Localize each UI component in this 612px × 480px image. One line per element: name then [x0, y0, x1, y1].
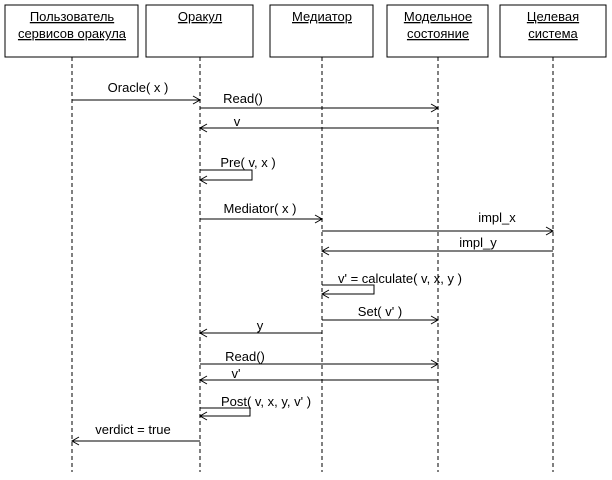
message-10: y	[198, 318, 322, 338]
message-3: v	[198, 114, 438, 133]
arrowhead	[430, 103, 440, 113]
message-label: v	[234, 114, 241, 129]
message-label: v'	[232, 366, 241, 381]
message-4: Pre( v, x )	[198, 155, 276, 185]
message-label: Oracle( x )	[108, 80, 169, 95]
arrowhead	[198, 328, 208, 338]
message-label: v' = calculate( v, x, y )	[338, 271, 462, 286]
message-label: Read()	[223, 91, 263, 106]
participant-target: Целевая система	[499, 4, 607, 58]
arrowhead	[430, 359, 440, 369]
message-14: verdict = true	[70, 422, 200, 446]
message-label: Pre( v, x )	[220, 155, 275, 170]
arrowhead	[198, 175, 208, 185]
message-label: y	[257, 318, 264, 333]
arrowhead	[320, 246, 330, 256]
message-label: Post( v, x, y, v' )	[221, 394, 311, 409]
arrowhead	[198, 123, 208, 133]
message-7: impl_y	[320, 235, 553, 256]
arrowhead	[545, 226, 555, 236]
message-label: impl_y	[459, 235, 497, 250]
arrowhead	[70, 436, 80, 446]
arrowhead	[430, 315, 440, 325]
message-label: Mediator( x )	[224, 201, 297, 216]
self-message-line	[200, 407, 251, 417]
message-9: Set( v' )	[322, 304, 440, 325]
message-label: verdict = true	[95, 422, 171, 437]
participant-label: Медиатор	[292, 9, 352, 24]
participant-label: Модельное	[404, 9, 472, 24]
participant-user: Пользователь сервисов оракула	[4, 4, 139, 58]
participant-model: Модельное состояние	[386, 4, 489, 58]
participant-label: Оракул	[178, 9, 222, 24]
message-2: Read()	[200, 91, 440, 113]
message-6: impl_x	[322, 210, 555, 236]
participant-box	[386, 4, 489, 58]
participant-label: Пользователь	[30, 9, 115, 24]
arrowhead	[198, 375, 208, 385]
self-message-line	[200, 169, 253, 181]
arrowhead	[198, 411, 208, 421]
message-5: Mediator( x )	[200, 201, 324, 224]
message-label: Read()	[225, 349, 265, 364]
message-1: Oracle( x )	[72, 80, 202, 105]
participant-label: Целевая	[527, 9, 579, 24]
self-message-line	[322, 284, 375, 295]
participant-label: сервисов оракула	[18, 26, 127, 41]
message-8: v' = calculate( v, x, y )	[320, 271, 462, 299]
participant-label: состояние	[407, 26, 469, 41]
message-label: impl_x	[478, 210, 516, 225]
participant-box	[145, 4, 254, 58]
message-13: Post( v, x, y, v' )	[198, 394, 311, 421]
participant-label: система	[528, 26, 578, 41]
participant-mediator: Медиатор	[269, 4, 374, 58]
arrowhead	[314, 214, 324, 224]
message-label: Set( v' )	[358, 304, 402, 319]
participant-oracle: Оракул	[145, 4, 254, 58]
participant-box	[4, 4, 139, 58]
message-12: v'	[198, 366, 438, 385]
arrowhead	[320, 289, 330, 299]
arrowhead	[192, 95, 202, 105]
message-11: Read()	[200, 349, 440, 369]
